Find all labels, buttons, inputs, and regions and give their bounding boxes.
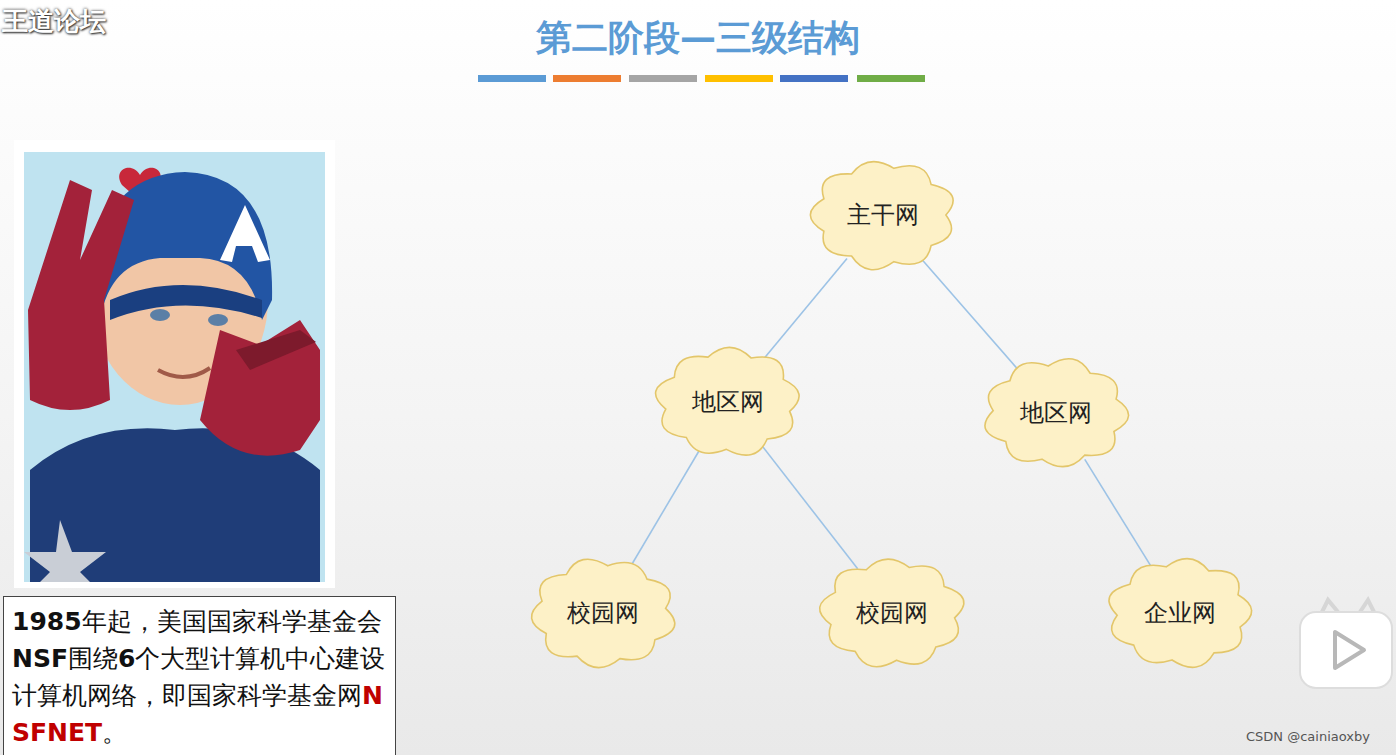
tree-link — [631, 449, 701, 566]
cloud-network: 校园网 — [518, 549, 688, 677]
source-watermark: CSDN @cainiaoxby — [1246, 729, 1370, 744]
network-label: 校园网 — [567, 597, 639, 629]
network-label: 校园网 — [856, 597, 928, 629]
network-label: 地区网 — [692, 386, 764, 418]
caption-run: 。 — [102, 718, 127, 747]
caption-run: 6 — [118, 644, 135, 673]
slide-title: 第二阶段—三级结构 — [0, 14, 1396, 63]
tree-link — [920, 258, 1018, 370]
caption-box: 1985年起，美国国家科学基金会NSF围绕6个大型计算机中心建设计算机网络，即国… — [3, 596, 396, 755]
tree-link — [1085, 459, 1151, 566]
network-label: 企业网 — [1144, 597, 1216, 629]
network-label: 主干网 — [847, 199, 919, 231]
tree-link — [762, 446, 857, 569]
caption-text: 1985年起，美国国家科学基金会NSF围绕6个大型计算机中心建设计算机网络，即国… — [12, 603, 387, 751]
caption-run: NSF — [12, 644, 68, 673]
cloud-network: 地区网 — [643, 338, 813, 466]
hero-picture — [14, 140, 335, 588]
cloud-network: 地区网 — [971, 349, 1141, 477]
watermark: 王道论坛 — [2, 4, 106, 39]
cloud-network: 主干网 — [798, 151, 968, 279]
play-button-icon — [1300, 600, 1392, 688]
title-color-bars — [478, 75, 925, 82]
caption-run: 1985 — [12, 607, 82, 636]
caption-run: 年起，美国国家科学基金会 — [82, 607, 382, 636]
network-label: 地区网 — [1020, 397, 1092, 429]
cloud-network: 校园网 — [807, 549, 977, 677]
tree-link — [764, 258, 847, 358]
cloud-network: 企业网 — [1095, 549, 1265, 677]
caption-run: 围绕 — [68, 644, 118, 673]
